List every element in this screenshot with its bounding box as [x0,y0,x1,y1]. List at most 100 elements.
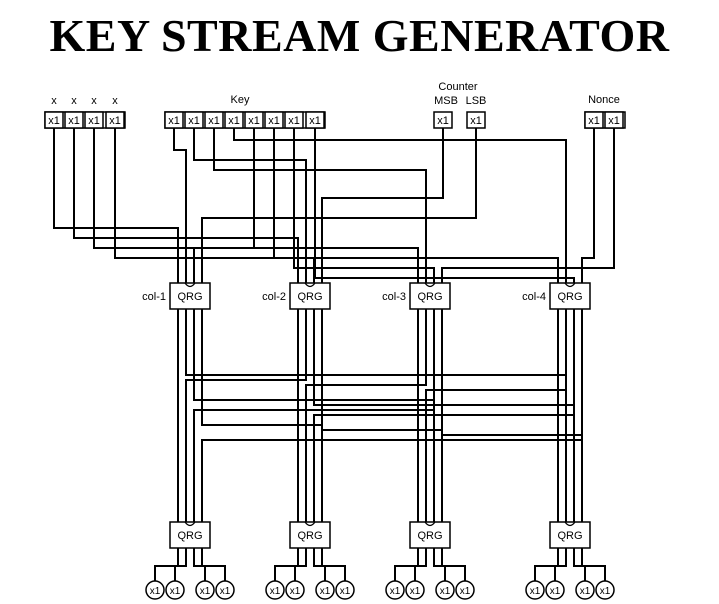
counter-msb-cell [433,111,453,129]
counter-label: Counter [438,81,477,93]
qrg-label: QRG [417,530,442,542]
output-node [215,580,235,600]
key-input-cell-label: x1 [188,115,200,127]
wire [321,128,444,283]
output-node [575,580,595,600]
output-node [285,580,305,600]
wire [313,309,575,522]
qrg-notch [304,521,316,527]
key-input-cell-label: x1 [248,115,260,127]
wire [274,548,299,581]
qrg-label: QRG [177,291,202,303]
wire [193,548,206,581]
x-input-cell [84,111,104,129]
wire [554,548,567,581]
wire [414,548,427,581]
output-node [145,580,165,600]
qrg-notch [184,521,196,527]
key-input-cell [184,111,204,129]
output-label: x1 [320,586,331,597]
key-input-cell [244,111,264,129]
wire [93,128,419,283]
wire [581,128,595,283]
output-label: x1 [220,586,231,597]
qrg-notch [184,282,196,288]
qrg-notch [424,282,436,288]
column-label: col-4 [522,291,546,303]
counter-msb-cell-label: x1 [437,115,449,127]
wire [193,309,435,522]
counter-lsb-label: LSB [466,95,487,107]
key-label: Key [231,94,250,106]
x-input-cell-label: x1 [48,115,60,127]
output-node [595,580,615,600]
wire [313,309,575,522]
output-label: x1 [270,586,281,597]
wire [201,309,323,522]
wire [441,548,466,581]
nonce-input-cell-label: x1 [588,115,600,127]
wire [294,548,307,581]
wiring [53,128,615,581]
counter-lsb-cell-label: x1 [470,115,482,127]
output-node [195,580,215,600]
qrg-label: QRG [297,291,322,303]
output-node [165,580,185,600]
key-input-cell [164,111,184,129]
qrg-notch [564,521,576,527]
key-input-cell-label: x1 [288,115,300,127]
wire [201,128,477,283]
wire [201,309,583,522]
wire [73,128,299,283]
qrg-notch [564,282,576,288]
qrg-label: QRG [297,530,322,542]
wire [313,548,326,581]
qrg-label: QRG [177,530,202,542]
x-label: x [112,95,118,107]
blocks [44,111,626,600]
qrg-notch [424,521,436,527]
x-input-cell-label: x1 [109,115,121,127]
output-label: x1 [200,586,211,597]
x-input-cell-label: x1 [88,115,100,127]
x-label: x [51,95,57,107]
x-label: x [91,95,97,107]
output-node [405,580,425,600]
qrg-label: QRG [557,530,582,542]
labels: x1 x x1 x x1 x x1 x x1 x1 x1 x1 x1 x1 x1 x1 Key x1 x1 Count… [48,81,620,597]
output-label: x1 [550,586,561,597]
qrg-block-col-4 [549,282,591,310]
counter-lsb-cell [466,111,486,129]
wire [293,128,435,283]
column-label: col-3 [382,291,406,303]
wire [433,548,446,581]
wire [174,548,187,581]
wire [213,128,427,283]
output-node [385,580,405,600]
output-node [525,580,545,600]
qrg-notch [304,282,316,288]
wire [185,309,307,522]
output-label: x1 [600,586,611,597]
diagram-title: KEY STREAM GENERATOR [49,10,670,61]
x-input-cell-label: x1 [68,115,80,127]
x-input-cell [64,111,84,129]
output-node [545,580,565,600]
x-input-cell [105,111,125,129]
wire [394,548,419,581]
output-node [335,580,355,600]
wire [173,128,187,283]
x-label: x [71,95,77,107]
counter-msb-label: MSB [434,95,458,107]
nonce-input-cell [604,111,624,129]
key-input-cell-label: x1 [208,115,220,127]
key-input-cell [284,111,304,129]
qrg-block-col-2 [289,282,331,310]
wire [305,309,427,522]
output-node [435,580,455,600]
x-input-cell [44,111,64,129]
output-label: x1 [460,586,471,597]
qrg-diagonal-block [169,521,211,549]
output-node [265,580,285,600]
